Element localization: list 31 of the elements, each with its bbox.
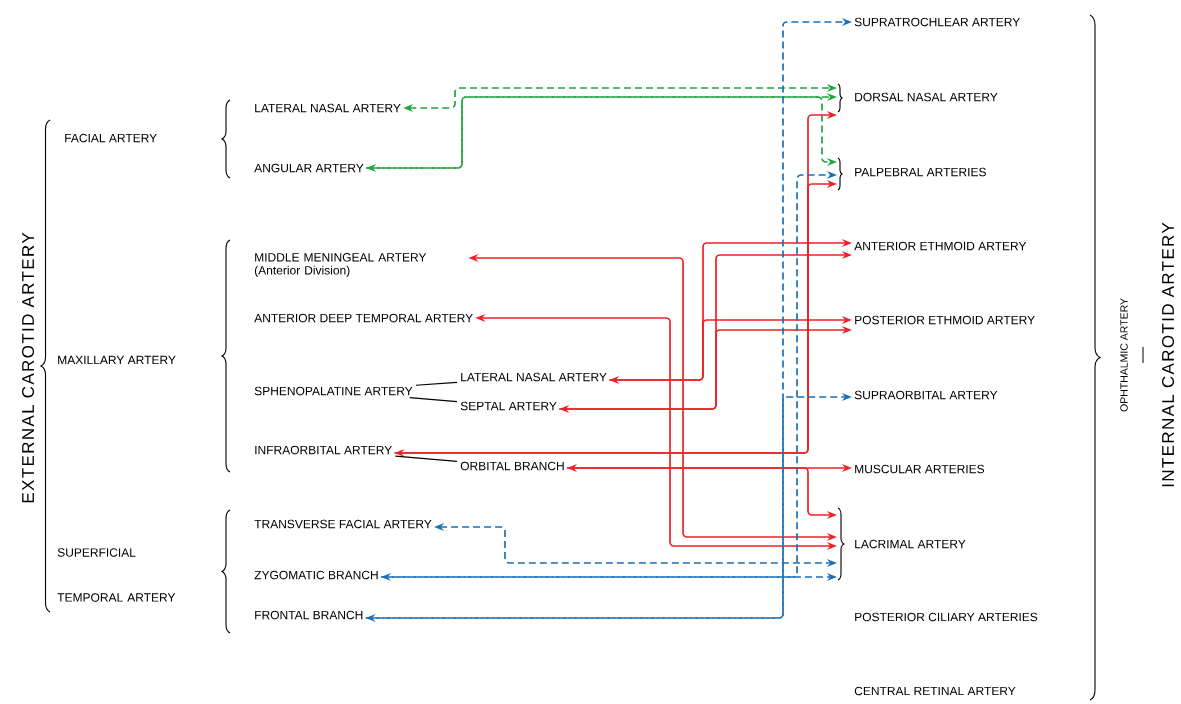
rotated-label: INTERNAL CAROTID ARTERY [1162, 222, 1175, 487]
artery-label: MIDDLE MENINGEAL ARTERY (Anterior Division) [254, 253, 427, 277]
artery-label: LACRIMAL ARTERY [855, 539, 966, 549]
artery-label: FRONTAL BRANCH [255, 610, 363, 620]
artery-label: ORBITAL BRANCH [460, 461, 564, 471]
artery-label: ANGULAR ARTERY [254, 163, 364, 173]
artery-label: SPHENOPALATINE ARTERY [254, 386, 413, 396]
artery-label: SUPRAORBITAL ARTERY [854, 390, 998, 400]
artery-label: POSTERIOR CILIARY ARTERIES [855, 612, 1038, 622]
artery-label: ANTERIOR DEEP TEMPORAL ARTERY [254, 313, 473, 323]
artery-label: MAXILLARY ARTERY [58, 355, 176, 365]
artery-label: LATERAL NASAL ARTERY [461, 372, 607, 382]
artery-label: SEPTAL ARTERY [460, 401, 557, 411]
connector-line [394, 455, 458, 462]
artery-label: DORSAL NASAL ARTERY [855, 92, 998, 102]
artery-label: LATERAL NASAL ARTERY [255, 103, 401, 113]
rotated-label: OPHTHALMIC ARTERY [1120, 298, 1128, 412]
artery-label: ZYGOMATIC BRANCH [254, 570, 378, 580]
artery-label: SUPRATROCHLEAR ARTERY [854, 17, 1020, 27]
artery-label: FACIAL ARTERY [65, 133, 157, 143]
artery-label: ANTERIOR ETHMOID ARTERY [854, 241, 1027, 251]
artery-label: INFRAORBITAL ARTERY [255, 445, 392, 455]
artery-label: SUPERFICIAL TEMPORAL ARTERY [57, 548, 176, 602]
artery-label: PALPEBRAL ARTERIES [855, 167, 986, 177]
artery-label: POSTERIOR ETHMOID ARTERY [855, 315, 1035, 325]
artery-label: TRANSVERSE FACIAL ARTERY [254, 519, 432, 529]
artery-label: MUSCULAR ARTERIES [855, 464, 985, 474]
connector-line [415, 381, 458, 386]
connector-line [409, 396, 458, 403]
artery-label: CENTRAL RETINAL ARTERY [854, 686, 1016, 696]
rotated-label: EXTERNAL CAROTID ARTERY [22, 232, 35, 503]
